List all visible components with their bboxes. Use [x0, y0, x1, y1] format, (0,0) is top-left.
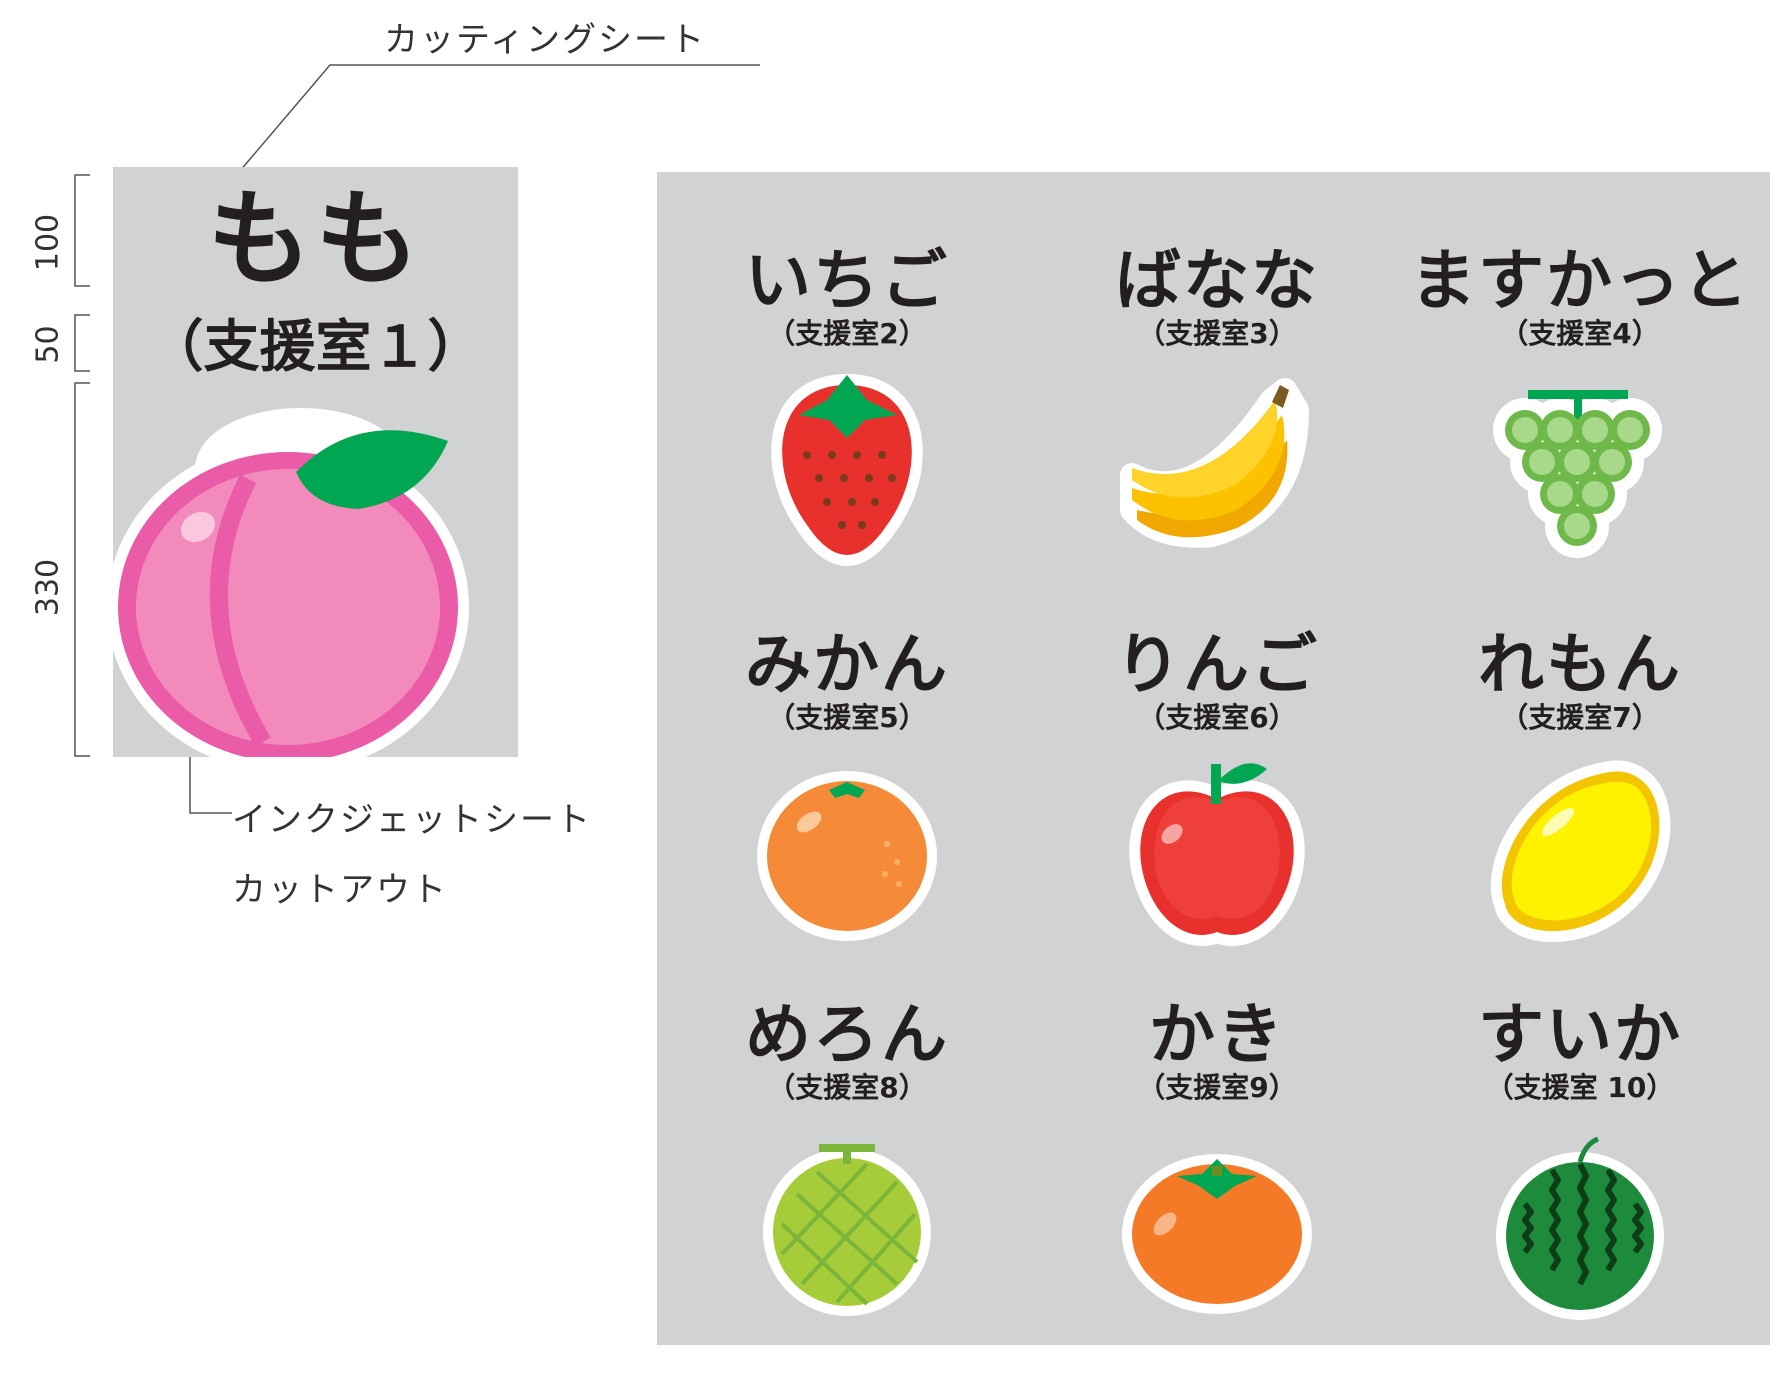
persimmon-icon — [1122, 1154, 1312, 1314]
sign-name: りんご — [1115, 626, 1319, 703]
sign-room: （支援室5） — [767, 701, 927, 734]
strawberry-icon — [771, 374, 923, 566]
sign-room: （支援室 10） — [1485, 1071, 1675, 1104]
main-sign-room: （支援室１） — [147, 315, 484, 380]
sign-grid-panel: いちご （支援室2） ばなな （支援室3） ますかっと （支援室4） — [657, 172, 1770, 1345]
sign-banana: ばなな （支援室3） — [1027, 248, 1407, 628]
dimension-100: 100 — [30, 213, 66, 272]
sign-melon: めろん （支援室8） — [657, 1002, 1037, 1382]
sign-grapes: ますかっと （支援室4） — [1390, 248, 1770, 628]
sign-room: （支援室6） — [1137, 701, 1297, 734]
sign-apple: りんご （支援室6） — [1027, 632, 1407, 1012]
sign-name: めろん — [745, 996, 949, 1073]
sign-watermelon: すいか （支援室 10） — [1390, 1002, 1770, 1382]
sign-name: いちご — [745, 242, 949, 319]
lemon-icon — [1490, 760, 1671, 942]
sign-name: れもん — [1478, 626, 1682, 703]
sign-room: （支援室2） — [767, 317, 927, 350]
dimension-50: 50 — [30, 325, 66, 364]
dimension-330: 330 — [30, 558, 66, 617]
grapes-icon — [1493, 390, 1662, 558]
banana-icon — [1120, 378, 1309, 548]
sign-room: （支援室4） — [1500, 317, 1660, 350]
sign-name: かき — [1149, 996, 1285, 1073]
inkjet-sheet-callout: インクジェットシート — [232, 800, 592, 840]
sign-room: （支援室8） — [767, 1071, 927, 1104]
cutting-sheet-callout: カッティングシート — [384, 20, 706, 60]
cutout-callout: カットアウト — [232, 870, 448, 910]
sign-name: ますかっと — [1410, 242, 1750, 319]
sign-room: （支援室9） — [1137, 1071, 1297, 1104]
sign-name: ばなな — [1115, 242, 1319, 319]
sign-name: すいか — [1478, 996, 1682, 1073]
main-sign-panel: もも （支援室１） — [113, 167, 518, 757]
mandarin-icon — [757, 771, 937, 941]
sign-room: （支援室3） — [1137, 317, 1297, 350]
sign-room: （支援室7） — [1500, 701, 1660, 734]
sign-strawberry: いちご （支援室2） — [657, 248, 1037, 628]
peach-icon — [113, 408, 469, 757]
sign-mandarin: みかん （支援室5） — [657, 632, 1037, 1012]
apple-icon — [1129, 763, 1305, 946]
sign-persimmon: かき （支援室9） — [1027, 1002, 1407, 1382]
sign-lemon: れもん （支援室7） — [1390, 632, 1770, 1012]
watermelon-icon — [1496, 1136, 1664, 1320]
melon-icon — [763, 1144, 931, 1316]
sign-name: みかん — [745, 626, 949, 703]
main-sign-name: もも — [207, 178, 424, 300]
